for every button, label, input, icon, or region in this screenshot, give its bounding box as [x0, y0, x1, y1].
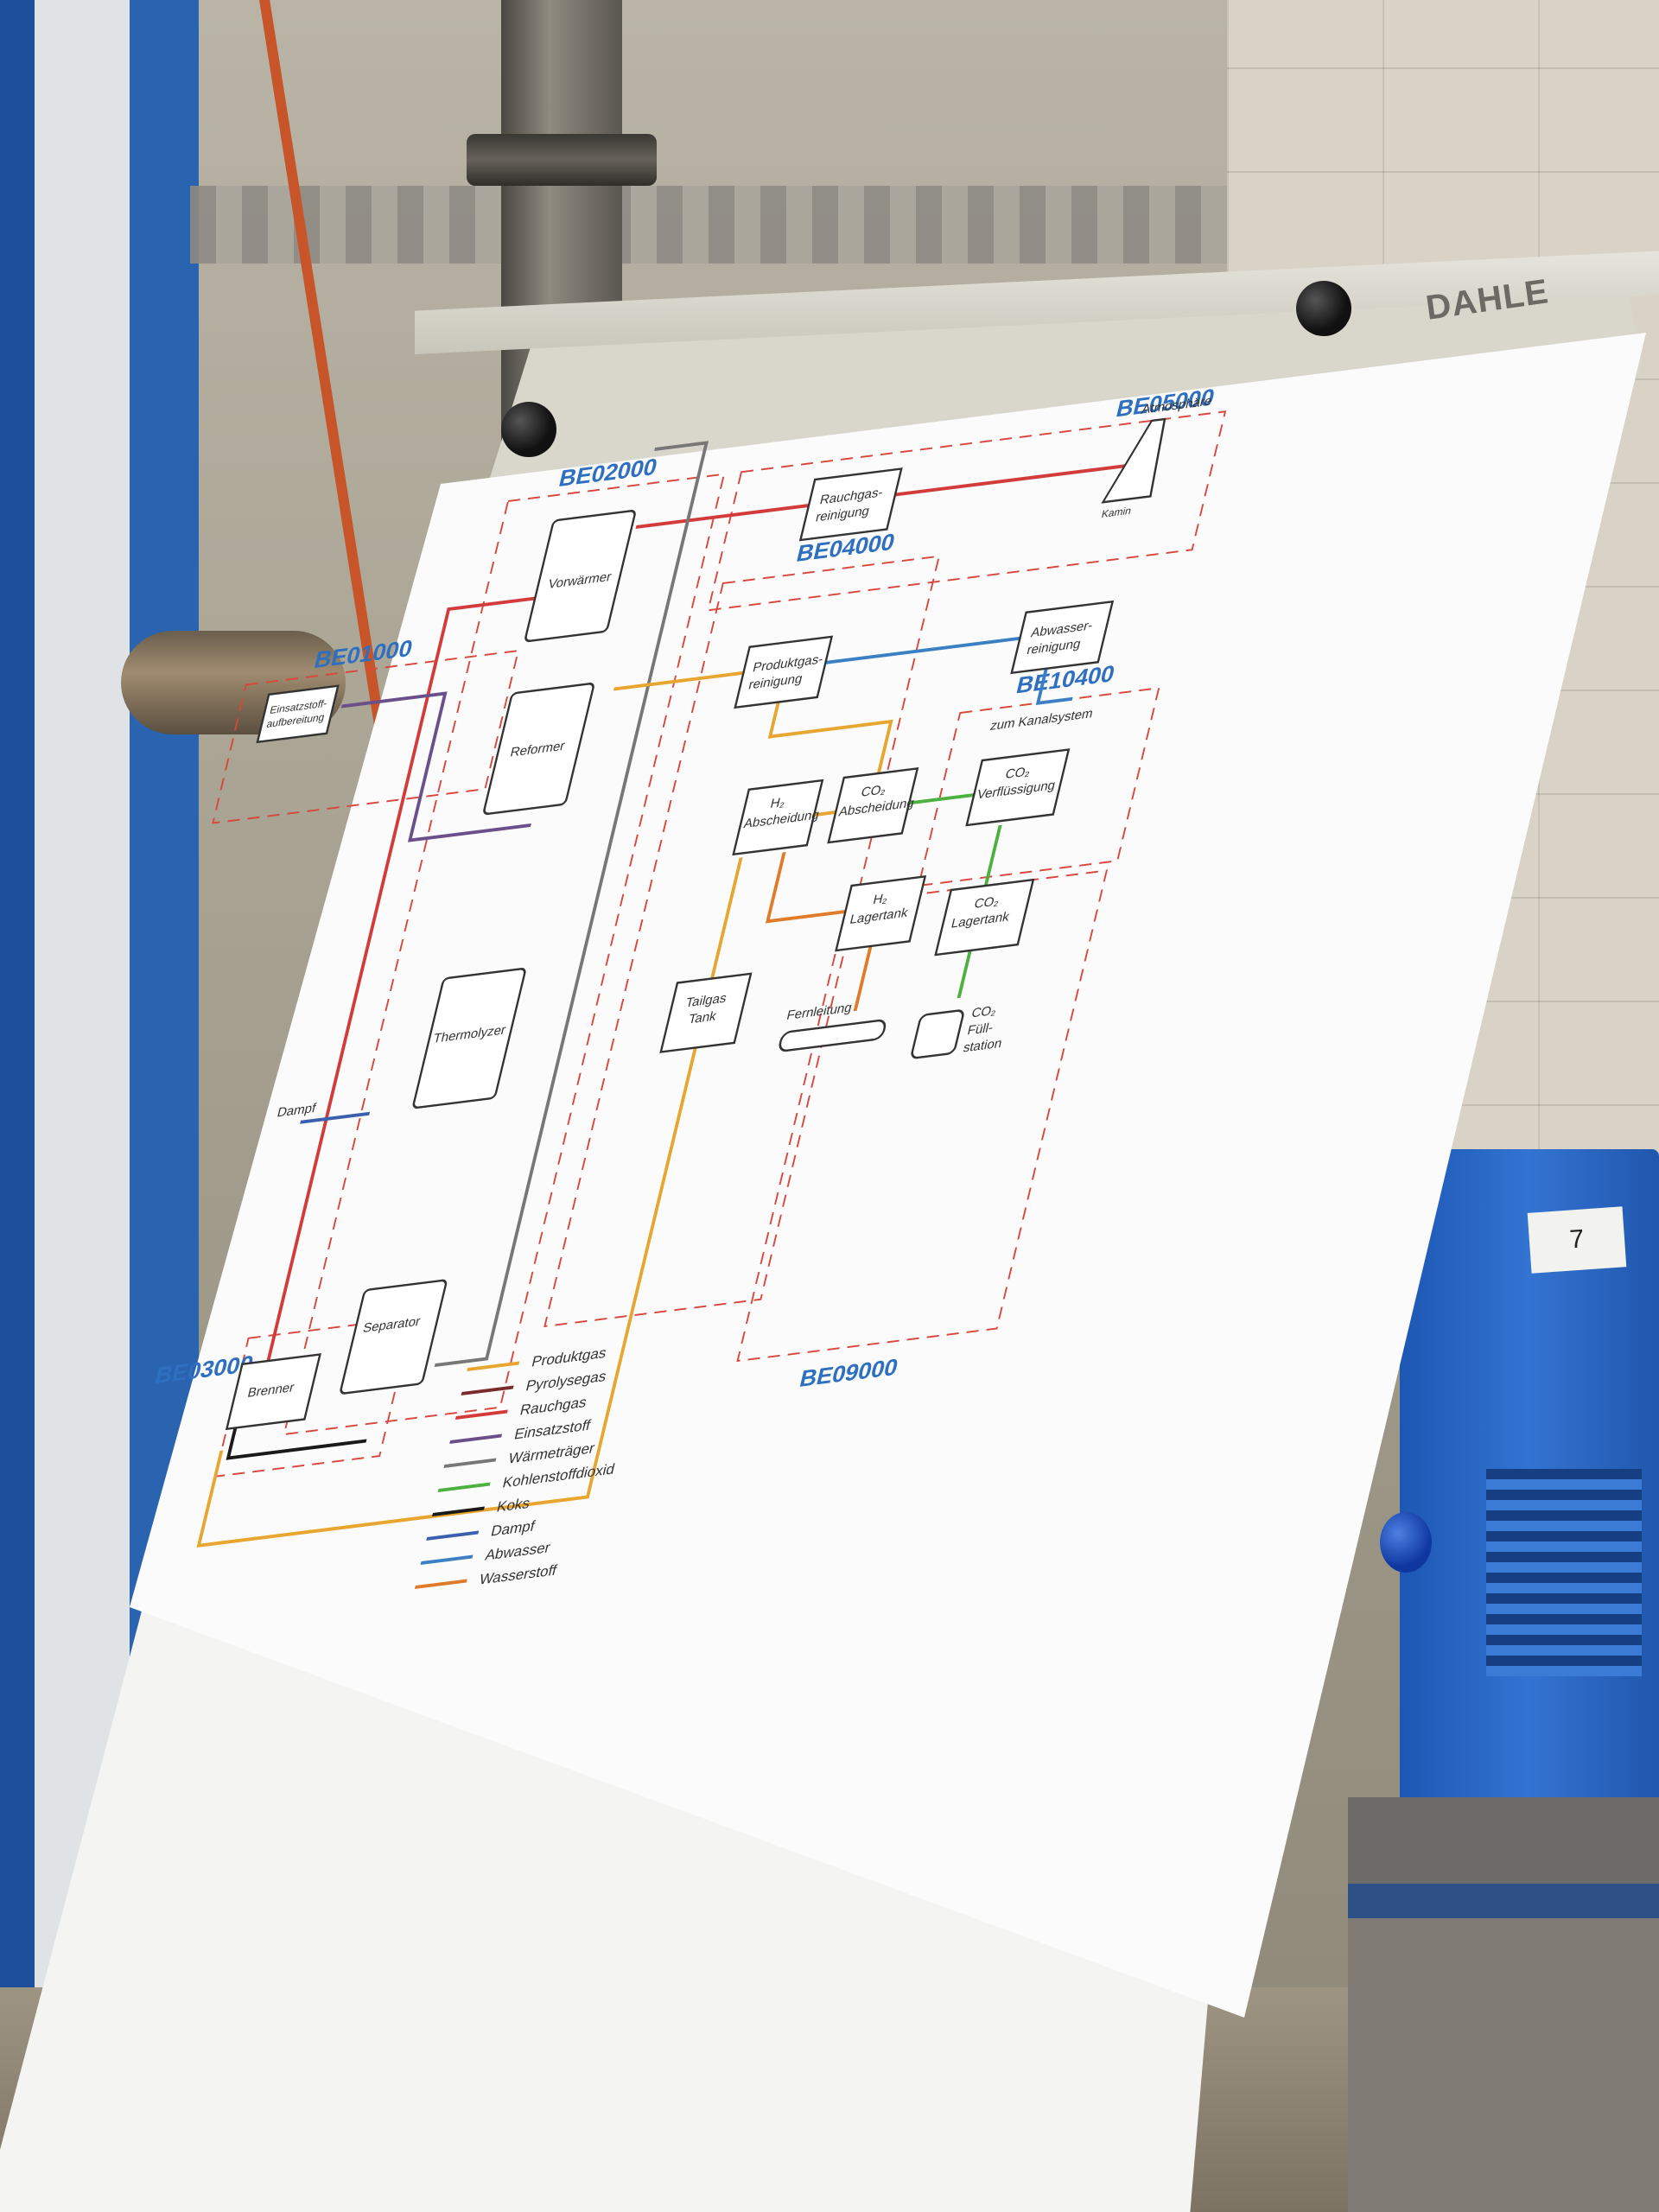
- kamin-chimney: [1103, 418, 1169, 502]
- legend-swatch-dampf: [427, 1533, 479, 1540]
- legend-swatch-einsatzstoff: [450, 1436, 502, 1443]
- text-fuellstation-3: station: [962, 1036, 1003, 1055]
- legend-swatch-waermetraeger: [444, 1460, 496, 1467]
- legend-item-pyrolysegas: Pyrolysegas: [524, 1367, 609, 1394]
- flow-co2-tank: [986, 825, 1001, 886]
- flow-tailgas-return: [199, 1048, 696, 1546]
- legend-item-wasserstoff: Wasserstoff: [478, 1561, 559, 1588]
- label-be02000: BE02000: [556, 454, 660, 493]
- legend-item-dampf: Dampf: [489, 1517, 537, 1540]
- text-kanalsystem: zum Kanalsystem: [988, 706, 1094, 733]
- legend-item-waermetraeger: Wärmeträger: [507, 1439, 597, 1466]
- boundary-be09000: [738, 871, 1107, 1362]
- truck-icon: [911, 1010, 964, 1058]
- box-rauchgasreinigung: [800, 469, 901, 541]
- flow-wasserstoff-leitung: [855, 942, 872, 1011]
- text-fuellstation-1: CO₂: [970, 1003, 998, 1020]
- legend-swatch-wasserstoff: [415, 1581, 467, 1588]
- flow-produktgas: [613, 673, 743, 690]
- legend-swatch-pyrolysegas: [461, 1388, 513, 1395]
- legend-swatch-rauchgas: [455, 1412, 507, 1419]
- legend: Produktgas Pyrolysegas Rauchgas Einsatzs…: [413, 1339, 645, 1596]
- fernleitung-pipe-icon: [779, 1020, 887, 1052]
- flow-co2-station: [959, 946, 971, 998]
- text-fuellstation-2: Füll-: [966, 1020, 995, 1038]
- legend-item-einsatzstoff: Einsatzstoff: [512, 1416, 592, 1443]
- box-produktgasreinigung: [735, 637, 832, 708]
- text-dampf: Dampf: [276, 1101, 318, 1120]
- box-abwasserreinigung: [1012, 601, 1113, 673]
- label-be01000: BE01000: [312, 635, 416, 674]
- flow-tailgas: [712, 858, 741, 979]
- label-be09000: BE09000: [798, 1353, 901, 1392]
- text-kamin: Kamin: [1100, 505, 1132, 520]
- legend-swatch-produktgas: [467, 1363, 519, 1370]
- legend-item-rauchgas: Rauchgas: [518, 1393, 589, 1418]
- legend-swatch-abwasser: [421, 1557, 473, 1564]
- legend-item-koks: Koks: [495, 1494, 532, 1515]
- flow-abwasser: [821, 639, 1020, 664]
- legend-item-abwasser: Abwasser: [484, 1539, 553, 1564]
- legend-item-produktgas: Produktgas: [530, 1344, 608, 1370]
- legend-swatch-kohlenstoffdioxid: [438, 1484, 490, 1491]
- vessel-separator: [340, 1280, 447, 1394]
